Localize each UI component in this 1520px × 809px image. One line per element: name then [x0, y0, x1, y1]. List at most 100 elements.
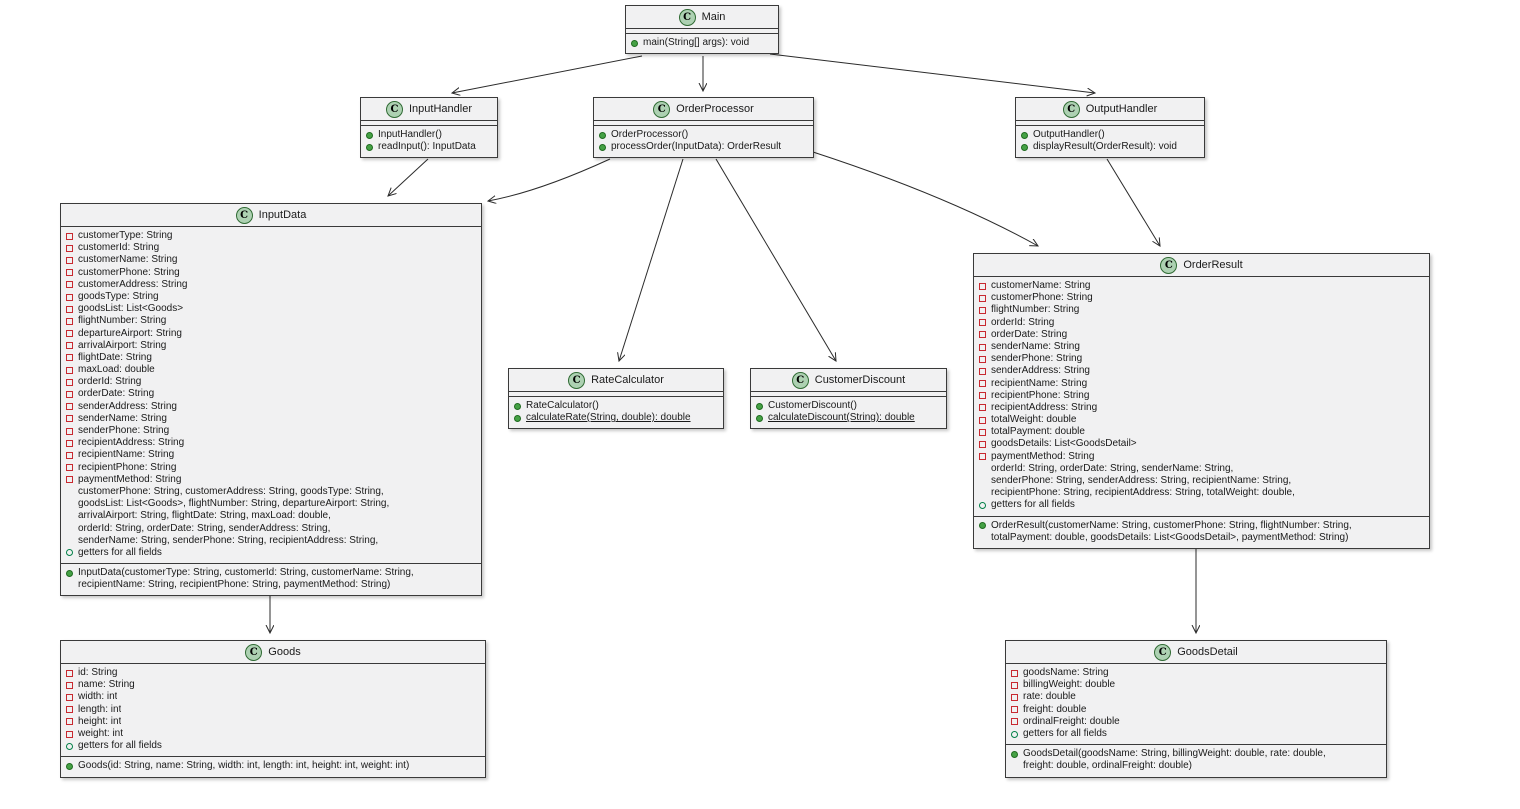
class-stereotype-icon: C	[235, 206, 253, 224]
attributes-compartment	[509, 392, 723, 397]
member-text: flightDate: String	[78, 351, 152, 363]
private-field-icon	[66, 415, 73, 423]
member-text: totalWeight: double	[991, 414, 1077, 426]
attributes-compartment	[626, 29, 778, 34]
attribute-row: billingWeight: double	[1010, 679, 1382, 691]
indent-spacer	[979, 490, 986, 497]
member-text: recipientPhone: String	[78, 461, 177, 473]
member-text: processOrder(InputData): OrderResult	[611, 141, 782, 153]
indent-spacer	[979, 465, 986, 472]
class-name: CustomerDiscount	[814, 374, 906, 386]
private-field-icon	[66, 305, 73, 313]
edge-main-to-inputhandler	[452, 55, 643, 93]
attribute-row: senderName: String	[65, 413, 477, 425]
public-getter-icon	[1011, 730, 1018, 738]
attribute-row: customerPhone: String, customerAddress: …	[65, 486, 477, 498]
class-name: GoodsDetail	[1177, 646, 1238, 658]
private-field-icon	[979, 441, 986, 449]
private-field-icon	[66, 669, 73, 677]
attribute-row: recipientPhone: String	[978, 390, 1425, 402]
private-field-icon	[66, 391, 73, 399]
private-field-icon	[979, 343, 986, 351]
member-text: senderName: String, senderPhone: String,…	[78, 534, 379, 546]
member-text: goodsList: List<Goods>	[78, 303, 184, 315]
private-field-icon	[66, 464, 73, 472]
member-text: getters for all fields	[1023, 727, 1107, 739]
methods-compartment: main(String[] args): void	[626, 34, 778, 53]
attributes-compartment	[751, 392, 946, 397]
member-text: goodsDetails: List<GoodsDetail>	[991, 438, 1137, 450]
class-stereotype-icon: C	[1062, 100, 1080, 118]
member-text: OutputHandler()	[1033, 129, 1105, 140]
member-text: orderId: String, orderDate: String, send…	[991, 462, 1234, 474]
member-text: customerPhone: String	[78, 266, 180, 278]
public-method-icon	[66, 569, 73, 577]
attribute-row: customerName: String	[978, 280, 1425, 292]
private-field-icon	[66, 342, 73, 350]
member-text: getters for all fields	[78, 546, 162, 558]
method-row: main(String[] args): void	[630, 37, 774, 49]
method-row: totalPayment: double, goodsDetails: List…	[978, 532, 1425, 544]
indent-spacer	[66, 489, 73, 496]
private-field-icon	[979, 319, 986, 327]
public-getter-icon	[66, 742, 73, 750]
member-text: recipientName: String	[991, 377, 1088, 389]
private-field-icon	[979, 306, 986, 314]
methods-compartment: GoodsDetail(goodsName: String, billingWe…	[1006, 745, 1386, 776]
private-field-icon	[66, 366, 73, 374]
attribute-row: goodsList: List<Goods>	[65, 303, 477, 315]
attribute-row: departureAirport: String	[65, 328, 477, 340]
attribute-row: width: int	[65, 691, 481, 703]
attribute-row: length: int	[65, 704, 481, 716]
attribute-row: senderPhone: String	[65, 425, 477, 437]
member-text: main(String[] args): void	[643, 37, 750, 48]
member-text: freight: double, ordinalFreight: double)	[1023, 760, 1192, 772]
methods-compartment: OrderProcessor()processOrder(InputData):…	[594, 126, 813, 157]
member-text: arrivalAirport: String	[78, 339, 167, 351]
attribute-row: recipientAddress: String	[65, 437, 477, 449]
attribute-row: weight: int	[65, 728, 481, 740]
public-method-icon	[1021, 143, 1028, 151]
member-text: displayResult(OrderResult): void	[1033, 141, 1177, 153]
method-row: OrderResult(customerName: String, custom…	[978, 520, 1425, 532]
public-method-icon	[756, 402, 763, 410]
member-text: orderDate: String	[991, 328, 1068, 340]
member-text: recipientName: String, recipientPhone: S…	[78, 579, 391, 591]
attribute-row: recipientName: String	[65, 449, 477, 461]
private-field-icon	[979, 392, 986, 400]
attribute-row: totalWeight: double	[978, 414, 1425, 426]
member-text: CustomerDiscount()	[768, 400, 857, 411]
indent-spacer	[66, 513, 73, 520]
private-field-icon	[1011, 718, 1018, 726]
attribute-row: senderAddress: String	[978, 365, 1425, 377]
member-text: recipientAddress: String	[78, 437, 185, 449]
member-text: customerName: String	[78, 254, 178, 266]
attributes-compartment	[1016, 121, 1204, 126]
class-name: Goods	[268, 646, 301, 658]
private-field-icon	[1011, 693, 1018, 701]
member-text: Goods(id: String, name: String, width: i…	[78, 760, 410, 772]
member-text: recipientName: String	[78, 449, 175, 461]
method-row: RateCalculator()	[513, 400, 719, 412]
member-text: width: int	[78, 691, 118, 703]
member-text: orderId: String	[78, 376, 142, 388]
member-text: RateCalculator()	[526, 400, 599, 411]
private-field-icon	[66, 439, 73, 447]
member-text: orderDate: String	[78, 388, 155, 400]
class-stereotype-icon: C	[568, 371, 586, 389]
member-text: goodsName: String	[1023, 667, 1109, 678]
member-text: readInput(): InputData	[378, 141, 476, 153]
public-method-icon	[979, 522, 986, 530]
member-text: customerId: String	[78, 242, 160, 254]
public-method-icon	[756, 414, 763, 422]
member-text: senderPhone: String, senderAddress: Stri…	[991, 475, 1292, 486]
attribute-row: id: String	[65, 667, 481, 679]
